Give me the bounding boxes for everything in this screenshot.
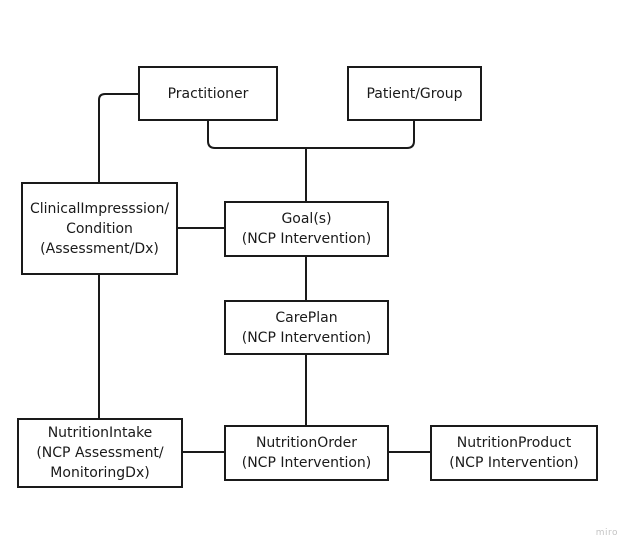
node-careplan-label: CarePlan (NCP Intervention): [241, 309, 372, 346]
node-goal[interactable]: Goal(s) (NCP Intervention): [224, 201, 389, 257]
node-goal-label: Goal(s) (NCP Intervention): [241, 211, 372, 247]
node-practitioner-label: Practitioner: [167, 85, 249, 102]
connector-practitioner-patient-bracket: [207, 120, 415, 149]
node-clinical-impression-label: ClinicalImpresssion/ Condition (Assessme…: [29, 200, 170, 257]
connector-practitioner-clinicalimpression: [98, 93, 138, 182]
node-patient-group[interactable]: Patient/Group: [347, 66, 482, 121]
node-nutrition-order[interactable]: NutritionOrder (NCP Intervention): [224, 425, 389, 481]
node-patient-group-label: Patient/Group: [366, 85, 463, 102]
miro-watermark: miro: [595, 528, 618, 538]
node-nutrition-intake-label: NutritionIntake (NCP Assessment/ Monitor…: [36, 425, 164, 481]
node-clinical-impression[interactable]: ClinicalImpresssion/ Condition (Assessme…: [21, 182, 178, 275]
node-nutrition-product[interactable]: NutritionProduct (NCP Intervention): [430, 425, 598, 481]
node-careplan[interactable]: CarePlan (NCP Intervention): [224, 300, 389, 355]
node-practitioner[interactable]: Practitioner: [138, 66, 278, 121]
node-nutrition-product-label: NutritionProduct (NCP Intervention): [449, 435, 579, 471]
node-nutrition-order-label: NutritionOrder (NCP Intervention): [241, 435, 372, 471]
node-nutrition-intake[interactable]: NutritionIntake (NCP Assessment/ Monitor…: [17, 418, 183, 488]
